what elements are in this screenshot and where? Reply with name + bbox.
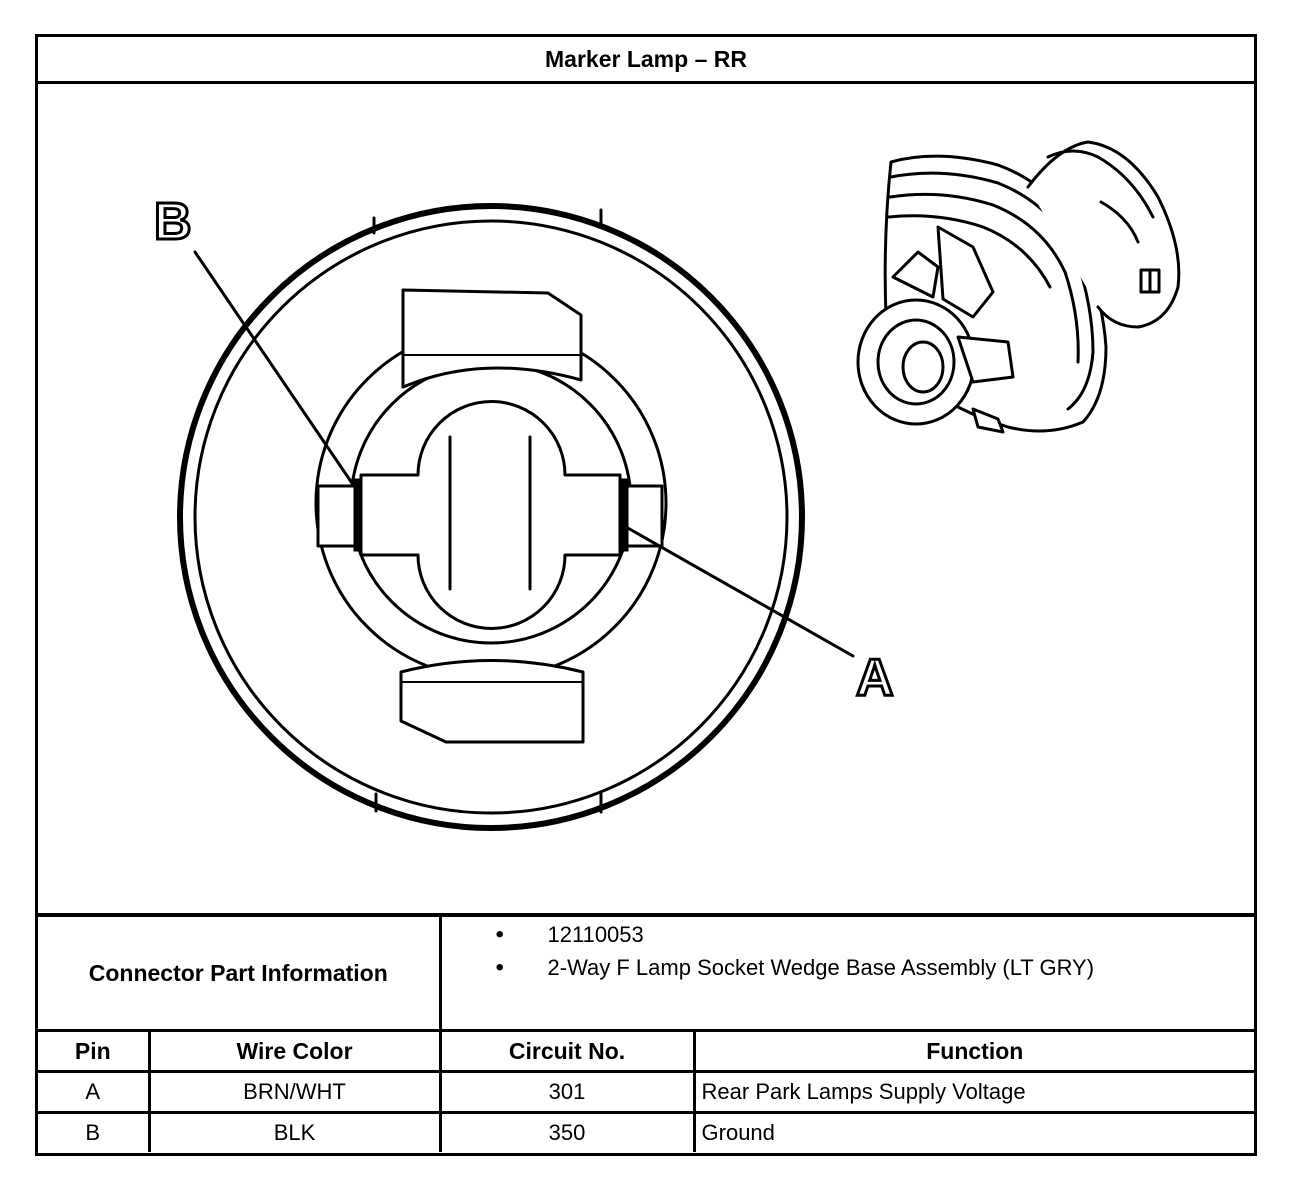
circuit-cell: 301	[438, 1070, 696, 1114]
connector-diagram: B A	[153, 140, 1181, 831]
callout-label-a: A	[856, 649, 894, 707]
table-row: B BLK 350 Ground	[38, 1111, 1255, 1152]
function-cell: Rear Park Lamps Supply Voltage	[692, 1070, 1255, 1114]
lamp-socket-illustration	[856, 140, 1181, 434]
terminal-b	[353, 478, 363, 552]
connector-sheet: Marker Lamp – RR	[35, 34, 1257, 1156]
callout-a-leader	[624, 525, 855, 658]
header-pin: Pin	[38, 1029, 151, 1073]
page-title: Marker Lamp – RR	[38, 37, 1254, 84]
pin-table-header: Pin Wire Color Circuit No. Function	[38, 1029, 1255, 1073]
connector-part-row: Connector Part Information 12110053 2-Wa…	[38, 913, 1255, 1032]
part-number: 12110053	[496, 918, 1255, 951]
header-circuit-no: Circuit No.	[438, 1029, 696, 1073]
top-lock-tab	[401, 288, 583, 389]
part-info-list: 12110053 2-Way F Lamp Socket Wedge Base …	[442, 918, 1255, 984]
connector-part-label: Connector Part Information	[38, 913, 442, 1032]
part-description: 2-Way F Lamp Socket Wedge Base Assembly …	[496, 951, 1255, 984]
left-side-tab	[316, 484, 362, 548]
header-function: Function	[692, 1029, 1255, 1073]
terminal-a	[619, 478, 629, 552]
table-row: A BRN/WHT 301 Rear Park Lamps Supply Vol…	[38, 1070, 1255, 1114]
function-cell: Ground	[692, 1111, 1255, 1152]
callout-label-b: B	[154, 193, 192, 251]
connector-info-table: Connector Part Information 12110053 2-Wa…	[38, 913, 1255, 1152]
pin-cell: A	[38, 1070, 151, 1114]
connector-face	[177, 203, 805, 831]
wire-color-cell: BRN/WHT	[147, 1070, 442, 1114]
pin-cell: B	[38, 1111, 151, 1152]
circuit-cell: 350	[438, 1111, 696, 1152]
outer-ring-inner	[193, 219, 789, 815]
header-wire-color: Wire Color	[147, 1029, 442, 1073]
connector-part-details: 12110053 2-Way F Lamp Socket Wedge Base …	[438, 913, 1255, 1032]
outer-ring	[177, 203, 805, 831]
bulb-socket-opening	[359, 400, 622, 630]
callout-b-leader	[193, 250, 358, 491]
wire-color-cell: BLK	[147, 1111, 442, 1152]
bottom-lock-tab	[399, 659, 585, 744]
